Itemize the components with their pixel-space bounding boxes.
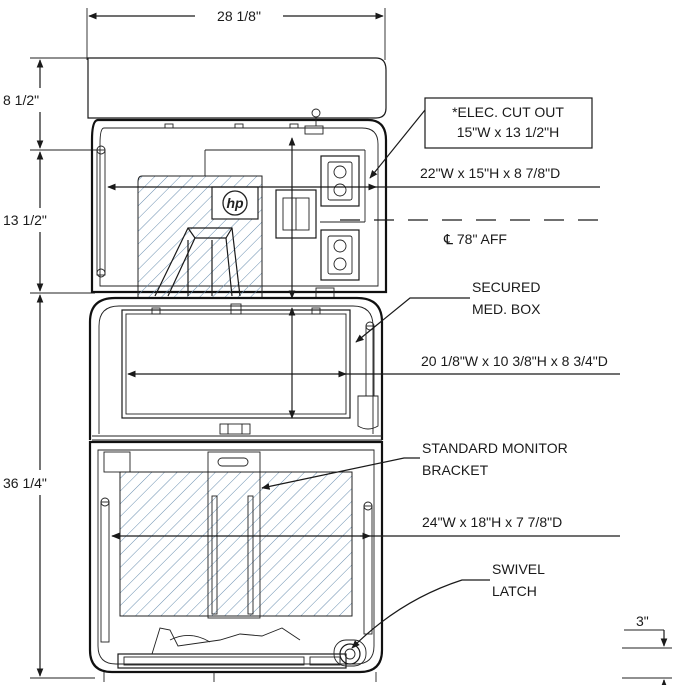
medbox-interior-dimension bbox=[127, 307, 620, 419]
outlet-upper bbox=[320, 155, 360, 207]
swivel-label-line2: LATCH bbox=[492, 583, 537, 599]
overall-width-dimension: 28 1/8" bbox=[86, 8, 386, 60]
monitor-label-line2: BRACKET bbox=[422, 462, 489, 478]
left-dimension-chain: 8 1/2" 13 1/2" 36 1/4" bbox=[3, 57, 100, 679]
outlet-lower bbox=[320, 229, 360, 281]
top-cap bbox=[87, 57, 387, 119]
centerline-label: ℄ 78" AFF bbox=[443, 231, 507, 247]
swivel-leader bbox=[351, 579, 490, 649]
secured-label-line1: SECURED bbox=[472, 279, 540, 295]
bottom-offset-dimension: 3" bbox=[622, 613, 672, 685]
elec-cutout-line2: 15"W x 13 1/2"H bbox=[457, 124, 560, 140]
upper-interior-dimension bbox=[107, 137, 600, 299]
lower-interior-label: 24"W x 18"H x 7 7/8"D bbox=[422, 514, 562, 530]
lower-cabinet bbox=[88, 440, 384, 682]
secured-med-box bbox=[88, 296, 384, 441]
bottom-offset-label: 3" bbox=[636, 613, 649, 629]
medbox-interior-label: 20 1/8"W x 10 3/8"H x 8 3/4"D bbox=[421, 353, 608, 369]
upper-interior-label: 22"W x 15"H x 8 7/8"D bbox=[420, 165, 560, 181]
monitor-label-line1: STANDARD MONITOR bbox=[422, 440, 568, 456]
lower-hatched-area bbox=[119, 471, 353, 617]
elec-cutout-callout: *ELEC. CUT OUT 15"W x 13 1/2"H bbox=[369, 97, 593, 179]
swivel-label-line1: SWIVEL bbox=[492, 561, 545, 577]
hp-logo-text: hp bbox=[226, 195, 244, 211]
overall-width-label: 28 1/8" bbox=[217, 8, 261, 24]
upper-cabinet-height-label: 13 1/2" bbox=[3, 212, 47, 228]
elec-cutout-line1: *ELEC. CUT OUT bbox=[452, 104, 564, 120]
secured-label-line2: MED. BOX bbox=[472, 301, 541, 317]
secured-leader bbox=[355, 297, 470, 343]
top-cap-height-label: 8 1/2" bbox=[3, 92, 39, 108]
lower-height-label: 36 1/4" bbox=[3, 475, 47, 491]
hp-logo: hp bbox=[211, 186, 259, 220]
monitor-leader bbox=[261, 457, 420, 490]
